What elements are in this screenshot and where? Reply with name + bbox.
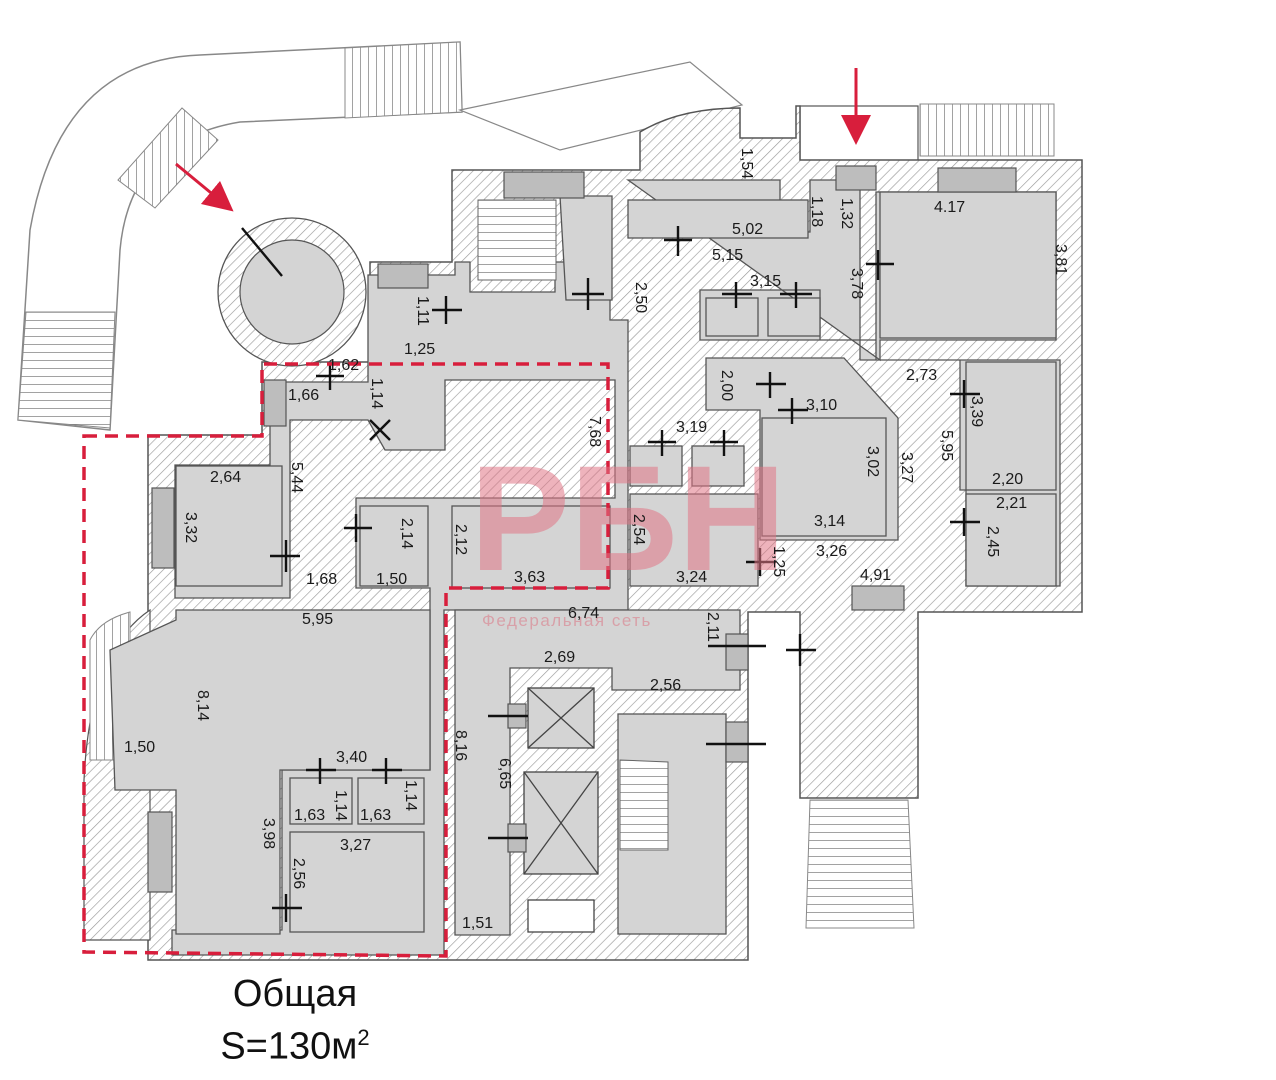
- dim-label: 1,14: [368, 378, 385, 409]
- dim-label: 2,54: [630, 514, 647, 545]
- dim-label: 2,12: [452, 524, 469, 555]
- dim-label: 2,00: [718, 370, 735, 401]
- watermark-logo: РБН: [470, 434, 786, 602]
- caption-area: S=130м2: [150, 1016, 440, 1069]
- dim-label: 2,64: [210, 469, 241, 486]
- dim-label: 2,69: [544, 649, 575, 666]
- dim-label: 2,45: [984, 526, 1001, 557]
- rooms: [109, 179, 1061, 956]
- dim-label: 1,66: [288, 387, 319, 404]
- dim-label: 1,25: [404, 341, 435, 358]
- dim-label: 1,14: [332, 790, 349, 821]
- dim-label: 1,62: [328, 357, 359, 374]
- watermark: РБН Федеральная сеть: [470, 434, 786, 630]
- dim-label: 1,63: [294, 807, 325, 824]
- dim-label: 5,02: [732, 221, 763, 238]
- dim-label: 2,14: [398, 518, 415, 549]
- dim-label: 1,51: [462, 915, 493, 932]
- dim-label: 1,25: [770, 546, 787, 577]
- dimension-labels: 1,54 5,02 1,18 1,32 4.17 5,15 3,78 3,81 …: [124, 148, 1069, 932]
- dim-label: 1,11: [414, 296, 431, 326]
- dim-label: 5,44: [288, 462, 305, 493]
- dim-label: 3,15: [750, 273, 781, 290]
- dim-label: 3,02: [864, 446, 881, 477]
- dim-label: 1,18: [808, 196, 825, 227]
- dim-label: 1,63: [360, 807, 391, 824]
- stair-landing: [477, 199, 557, 281]
- dim-label: 3,19: [676, 419, 707, 436]
- entrance-arrow-left: [175, 162, 234, 212]
- watermark-subtitle: Федеральная сеть: [482, 611, 652, 630]
- dim-label: 1,50: [376, 571, 407, 588]
- caption-area-unit-power: 2: [357, 1025, 370, 1050]
- caption-title: Общая: [232, 973, 358, 1015]
- dim-label: 3,78: [848, 268, 865, 299]
- dim-label: 8,14: [194, 690, 211, 721]
- windows: [147, 165, 1017, 893]
- dim-label: 3,32: [182, 512, 199, 543]
- dim-label: 7,68: [586, 416, 603, 447]
- diagonal-steps: [117, 107, 219, 209]
- dim-label: 1,32: [838, 198, 855, 229]
- area-caption: Общая S=130м2: [150, 972, 440, 1069]
- dim-label: 3,40: [336, 749, 367, 766]
- dim-label: 3,14: [814, 513, 845, 530]
- caption-area-value: S=130м: [220, 1025, 358, 1068]
- dim-label: 3,81: [1052, 244, 1069, 275]
- dim-label: 8,16: [452, 730, 469, 761]
- dim-label: 1,50: [124, 739, 155, 756]
- dim-label: 2,50: [632, 282, 649, 313]
- dim-label: 1,14: [402, 780, 419, 811]
- dim-label: 4,91: [860, 567, 891, 584]
- dim-label: 3,27: [898, 452, 915, 483]
- dim-label: 5,95: [938, 430, 955, 461]
- dim-label: 2,20: [992, 471, 1023, 488]
- dim-label: 2,73: [906, 367, 937, 384]
- dim-label: 3,24: [676, 569, 707, 586]
- dim-label: 5,15: [712, 247, 743, 264]
- dim-label: 4.17: [934, 199, 965, 216]
- dim-label: 3,27: [340, 837, 371, 854]
- dim-label: 5,95: [302, 611, 333, 628]
- door-marks: [241, 226, 980, 922]
- interior-staircase: [619, 759, 669, 851]
- dim-label: 6,74: [568, 605, 599, 622]
- dim-label: 2,11: [704, 612, 721, 642]
- dim-label: 3,26: [816, 543, 847, 560]
- dim-label: 1,68: [306, 571, 337, 588]
- curved-terrace: [17, 41, 744, 431]
- dim-label: 2,56: [650, 677, 681, 694]
- dim-label: 3,10: [806, 397, 837, 414]
- dim-label: 3,63: [514, 569, 545, 586]
- dim-label: 1,54: [738, 148, 755, 179]
- dim-label: 6,65: [496, 758, 513, 789]
- dim-label: 2,56: [290, 858, 307, 889]
- dim-label: 2,21: [996, 495, 1027, 512]
- elevator-shafts: [523, 687, 599, 933]
- highlighted-area: [82, 362, 610, 958]
- dim-label: 3,39: [968, 396, 985, 427]
- rotunda: [217, 217, 367, 367]
- dim-label: 3,98: [260, 818, 277, 849]
